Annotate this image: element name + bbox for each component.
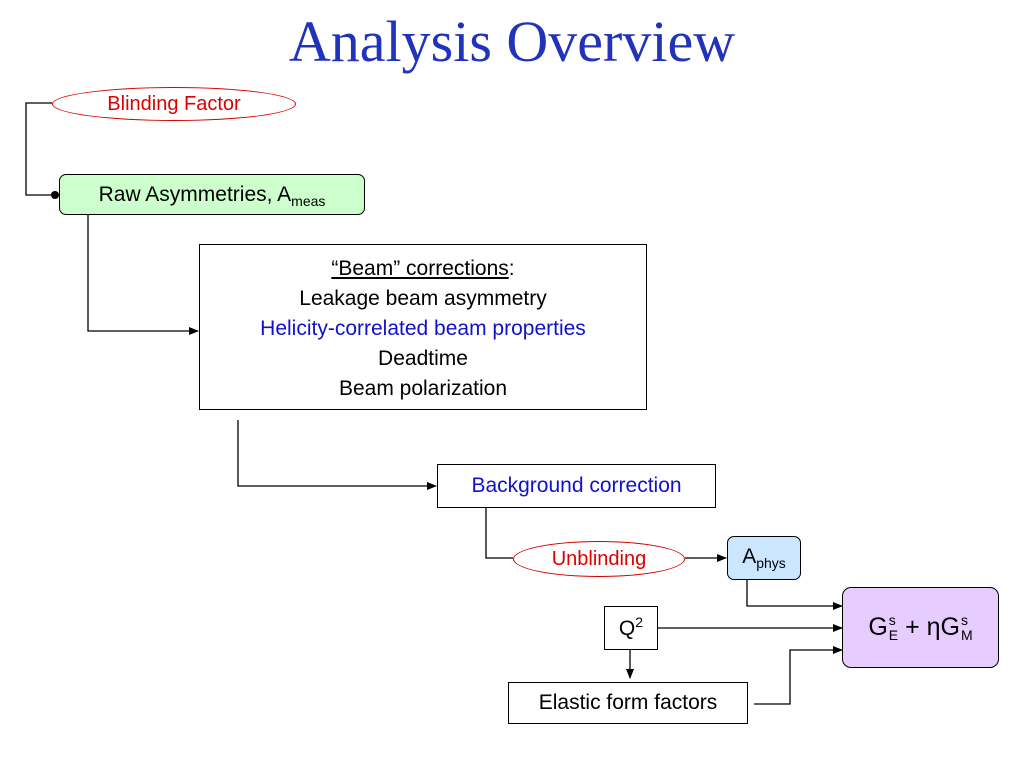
connector-formfactors-to-result	[754, 646, 843, 705]
result-plus-eta: + η	[905, 613, 941, 641]
beam-item-polarization: Beam polarization	[338, 377, 508, 400]
page-title: Analysis Overview	[288, 9, 736, 74]
aphys-sub: phys	[756, 555, 786, 572]
raw-asymmetries-label: Raw Asymmetries, A	[98, 183, 292, 206]
result-gm: G	[940, 613, 960, 641]
connector-background-to-unblinding	[485, 508, 513, 559]
aphys-label: A	[742, 545, 757, 568]
beam-item-deadtime: Deadtime	[378, 347, 468, 370]
beam-item-leakage: Leakage beam asymmetry	[299, 287, 547, 310]
beam-corrections-heading: “Beam” corrections:	[331, 257, 515, 280]
connector-aphys-to-result	[746, 580, 843, 610]
q2-sup: 2	[635, 614, 644, 630]
blinding-factor-label: Blinding Factor	[107, 93, 241, 115]
beam-item-helicity: Helicity-correlated beam properties	[260, 317, 586, 340]
blinding-factor-ellipse: Blinding Factor	[52, 87, 296, 121]
unblinding-label: Unblinding	[551, 548, 647, 570]
q2-box: Q2	[604, 606, 658, 650]
connector-beam-to-background	[237, 420, 437, 490]
beam-corrections-box: “Beam” corrections: Leakage beam asymmet…	[199, 244, 647, 410]
q2-label: Q	[618, 617, 636, 640]
raw-asymmetries-sub: meas	[291, 193, 326, 210]
unblinding-ellipse: Unblinding	[513, 541, 685, 577]
elastic-form-factors-box: Elastic form factors	[508, 682, 748, 724]
connector-blinding-to-raw	[25, 102, 55, 196]
connector-raw-to-beam	[87, 215, 199, 335]
junction-dot	[51, 191, 59, 199]
result-ge: G	[868, 613, 888, 641]
elastic-form-factors-label: Elastic form factors	[538, 691, 718, 714]
background-correction-label: Background correction	[471, 474, 682, 497]
background-correction-box: Background correction	[437, 464, 716, 508]
aphys-box: Aphys	[727, 536, 801, 580]
raw-asymmetries-box: Raw Asymmetries, Ameas	[59, 174, 365, 215]
